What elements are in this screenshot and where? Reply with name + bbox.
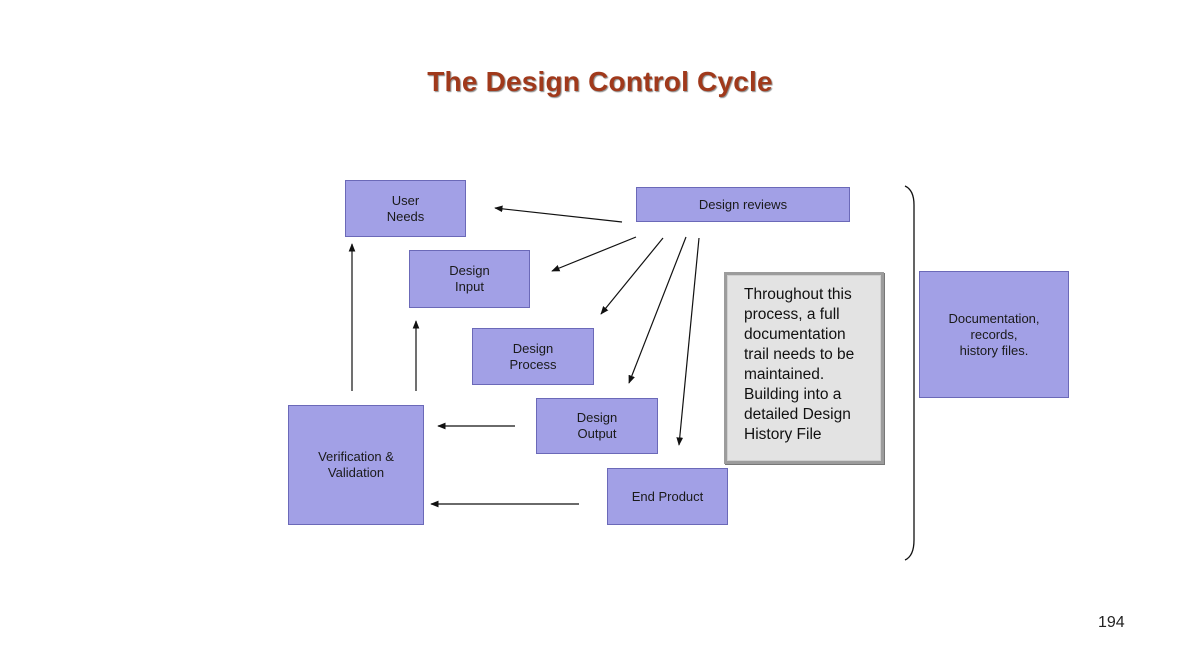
right-brace — [904, 185, 915, 561]
documentation-box: Documentation, records, history files. — [919, 271, 1069, 398]
documentation-note: Throughout this process, a full document… — [724, 272, 884, 464]
design-output-box: Design Output — [536, 398, 658, 454]
arrow-reviews-to-end-product — [676, 237, 700, 446]
design-reviews-box: Design reviews — [636, 187, 850, 222]
arrow-reviews-to-design-process — [600, 237, 664, 315]
arrow-reviews-to-design-input — [551, 236, 637, 272]
slide-title: The Design Control Cycle — [427, 66, 773, 97]
user-needs-box: User Needs — [345, 180, 466, 237]
arrow-reviews-to-design-output — [628, 236, 687, 384]
design-input-box: Design Input — [409, 250, 530, 308]
design-process-box: Design Process — [472, 328, 594, 385]
arrow-reviews-to-user-needs — [494, 205, 623, 223]
page-number: 194 — [1098, 614, 1125, 631]
end-product-box: End Product — [607, 468, 728, 525]
verification-validation-box: Verification & Validation — [288, 405, 424, 525]
